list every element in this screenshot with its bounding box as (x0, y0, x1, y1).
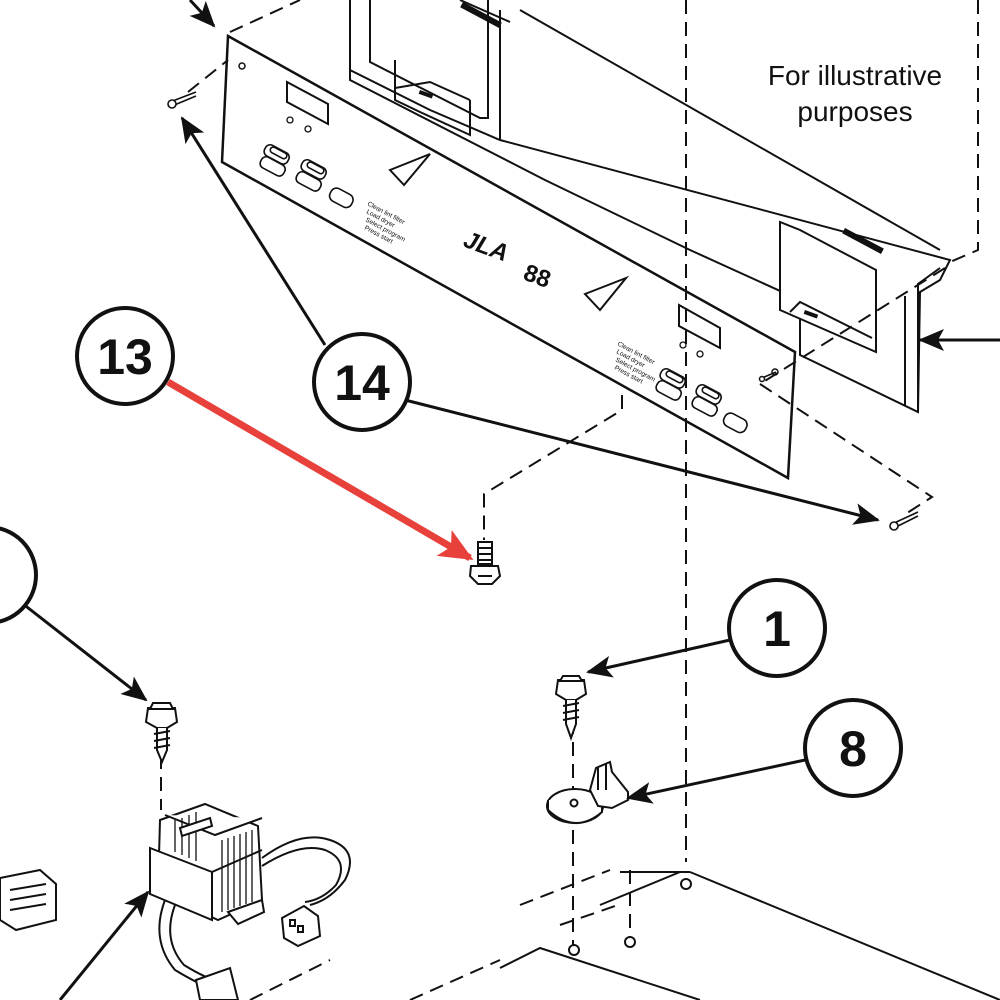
screw-1 (554, 675, 588, 741)
callout-1-number: 1 (763, 601, 791, 657)
leader-1 (586, 638, 731, 678)
leader-14-right (404, 398, 880, 525)
assembly-lines (160, 0, 979, 1000)
hex-bolt-13 (468, 541, 502, 585)
console-back-frame (349, 0, 952, 414)
callout-14-number: 14 (334, 355, 390, 411)
leader-transformer (58, 890, 150, 1000)
callout-2: 2 (0, 526, 38, 624)
caption-line-2: purposes (797, 96, 913, 127)
panel-screw-right (889, 511, 919, 531)
callout-14: 14 (312, 332, 412, 432)
base-plate (499, 871, 1000, 1000)
callout-13: 13 (75, 306, 175, 406)
screw-2 (144, 702, 179, 765)
frame-tabs (418, 2, 884, 319)
leader-2 (17, 598, 148, 702)
illustrative-caption: For illustrative purposes (730, 58, 980, 130)
callout-8-number: 8 (839, 721, 867, 777)
callout-13-number: 13 (97, 329, 153, 385)
transformer (0, 802, 351, 1000)
callout-8: 8 (803, 698, 903, 798)
small-screw-frame (758, 371, 777, 383)
leader-8 (626, 758, 806, 804)
sensor-8 (546, 760, 629, 824)
control-panel: Clean lint filter Load dryer Select prog… (220, 33, 797, 481)
callout-1: 1 (727, 578, 827, 678)
leader-arrows (17, 0, 1000, 1000)
leader-14-left (180, 116, 327, 346)
panel-screw-left (167, 91, 197, 109)
caption-line-1: For illustrative (767, 60, 943, 91)
callout-2-number: 2 (0, 548, 2, 604)
leader-top-left (188, 0, 216, 28)
highlight-arrow-13 (166, 378, 474, 562)
